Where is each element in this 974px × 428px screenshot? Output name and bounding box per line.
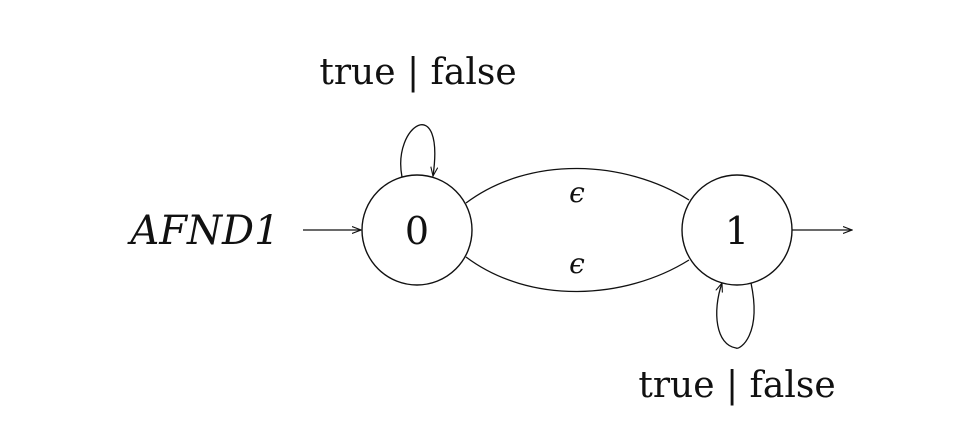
self-loop-1 bbox=[717, 283, 755, 349]
transition-0-to-1-label: ϵ bbox=[569, 176, 585, 209]
transition-1-to-0 bbox=[465, 256, 690, 293]
self-loop-0 bbox=[400, 124, 435, 177]
self-loop-1-label: true | false bbox=[638, 365, 835, 406]
transition-1-to-0-label: ϵ bbox=[569, 247, 585, 280]
state-1: 1 bbox=[681, 174, 793, 286]
automaton-name: AFND1 bbox=[126, 208, 279, 254]
state-0-circle bbox=[361, 174, 473, 286]
state-0: 0 bbox=[361, 174, 473, 286]
state-0-label: 0 bbox=[405, 209, 429, 253]
self-loop-0-label: true | false bbox=[319, 52, 516, 93]
state-1-circle bbox=[681, 174, 793, 286]
state-1-label: 1 bbox=[725, 209, 749, 253]
transition-0-to-1 bbox=[465, 167, 690, 204]
